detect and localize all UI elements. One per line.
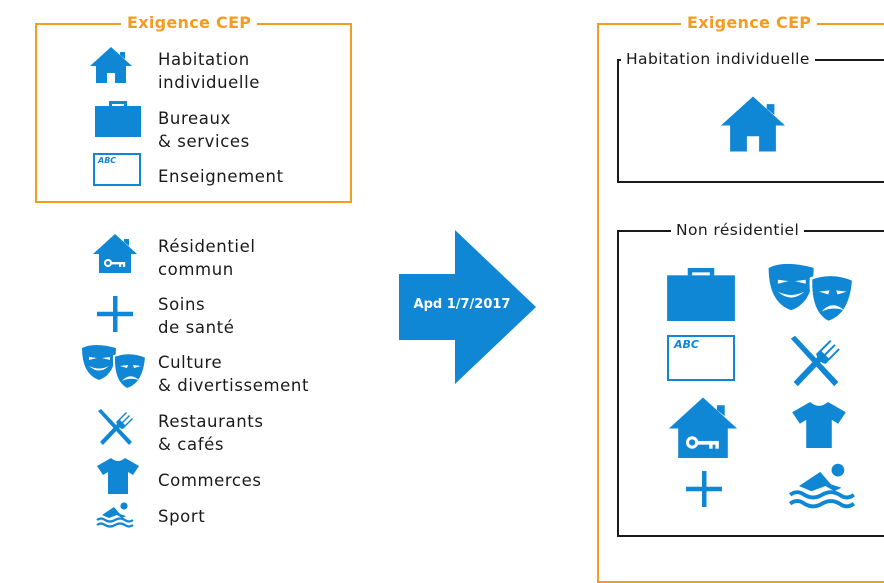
- fork-knife-icon: [788, 335, 844, 387]
- habitation-box-title: Habitation individuelle: [621, 49, 815, 69]
- blackboard-text: ABC: [674, 338, 699, 351]
- label-commerces: Commerces: [158, 471, 262, 490]
- tshirt-icon: [97, 458, 139, 494]
- arrow-shape: [399, 230, 539, 384]
- label-residentiel-line2: commun: [158, 260, 234, 279]
- blackboard-icon: ABC: [93, 153, 141, 186]
- swimmer-icon: [96, 502, 134, 528]
- right-cep-frame: Exigence CEP: [597, 13, 884, 583]
- label-habitation-line2: individuelle: [158, 73, 261, 92]
- blackboard-text: ABC: [98, 156, 117, 165]
- theater-masks-icon: [80, 344, 148, 390]
- theater-masks-icon: [766, 262, 856, 324]
- house-icon: [718, 95, 788, 153]
- label-bureaux-line2: & services: [158, 132, 250, 151]
- label-soins-line2: de santé: [158, 318, 235, 337]
- left-cep-frame: Exigence CEP: [35, 13, 352, 203]
- label-soins-line1: Soins: [158, 295, 206, 314]
- right-frame-title: Exigence CEP: [681, 13, 818, 33]
- label-habitation-line1: Habitation: [158, 50, 250, 69]
- label-restaurants-line1: Restaurants: [158, 412, 264, 431]
- tshirt-icon: [792, 402, 846, 448]
- plus-icon: [686, 471, 722, 507]
- house-key-icon: [92, 233, 138, 273]
- plus-icon: [97, 296, 133, 332]
- label-bureaux-line1: Bureaux: [158, 109, 231, 128]
- habitation-box: Habitation individuelle: [617, 49, 884, 183]
- blackboard-icon: ABC: [667, 335, 735, 381]
- label-residentiel-line1: Résidentiel: [158, 237, 256, 256]
- non-residentiel-box-title: Non résidentiel: [671, 220, 805, 240]
- fork-knife-icon: [96, 409, 136, 445]
- non-residentiel-box: Non résidentiel: [617, 220, 884, 537]
- briefcase-icon: [667, 265, 735, 321]
- left-frame-title: Exigence CEP: [121, 13, 258, 33]
- arrow-label: Apd 1/7/2017: [413, 297, 511, 312]
- label-enseignement: Enseignement: [158, 167, 284, 186]
- label-sport: Sport: [158, 507, 206, 526]
- label-culture-line2: & divertissement: [158, 376, 310, 395]
- label-restaurants-line2: & cafés: [158, 435, 225, 454]
- briefcase-icon: [95, 99, 141, 137]
- label-culture-line1: Culture: [158, 353, 223, 372]
- swimmer-icon: [788, 463, 856, 509]
- house-icon: [89, 46, 133, 84]
- house-key-icon: [667, 396, 739, 458]
